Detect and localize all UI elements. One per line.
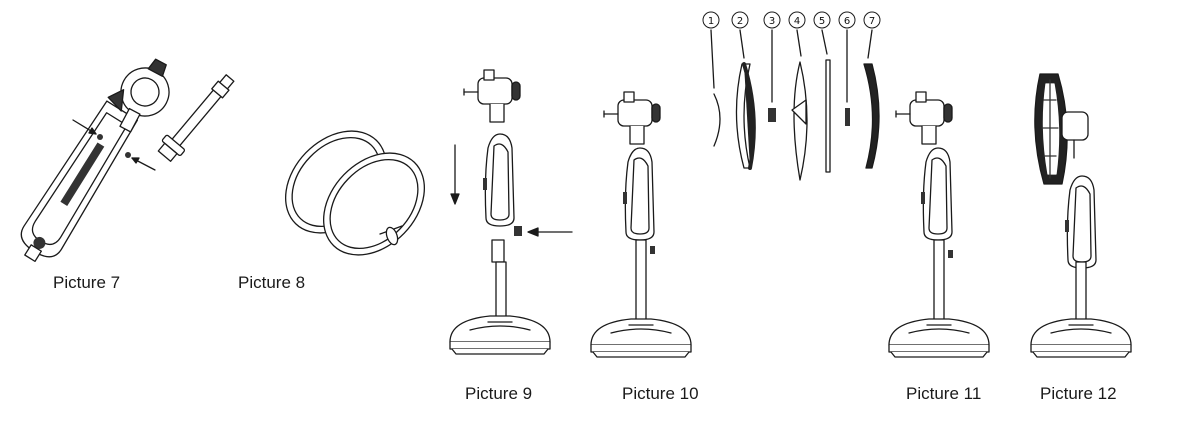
part-number-3: 3 [769,16,775,27]
part-number-6: 6 [844,16,850,27]
exploded-parts [710,29,880,181]
caption-picture-8: Picture 8 [238,273,306,292]
picture-8-illustration [157,74,426,256]
caption-picture-11: Picture 11 [906,384,982,403]
part-number-1: 1 [708,16,714,27]
caption-picture-9: Picture 9 [465,384,533,403]
caption-picture-10: Picture 10 [622,384,699,403]
picture-10-illustration [590,91,692,358]
part-number-5: 5 [819,16,825,27]
picture-12-illustration [1030,73,1132,358]
caption-picture-7: Picture 7 [53,273,121,292]
picture-11-illustration [888,91,990,358]
part-number-2: 2 [737,16,743,27]
part-number-labels: 1 2 3 4 5 6 7 [702,11,881,29]
part-number-7: 7 [869,16,875,27]
caption-picture-12: Picture 12 [1040,384,1117,403]
picture-9-illustration [449,69,573,355]
part-number-4: 4 [794,16,800,27]
picture-7-illustration [20,58,170,263]
